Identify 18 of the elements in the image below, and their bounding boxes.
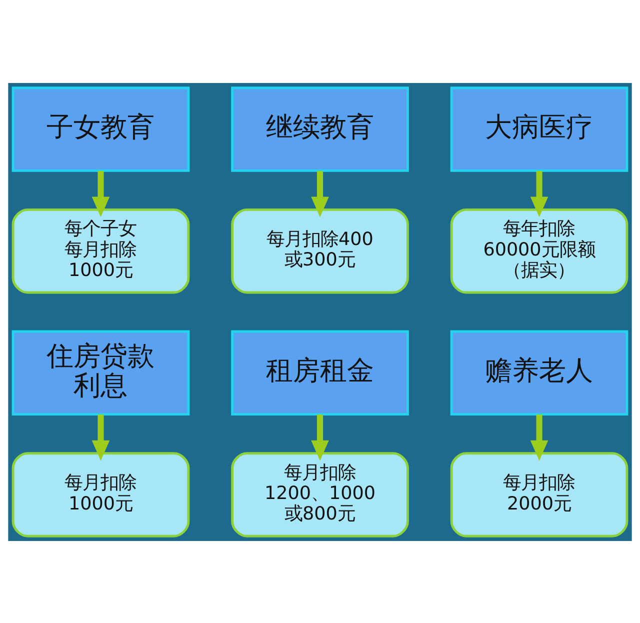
arrow: [311, 170, 329, 217]
node-box: 每月扣除 2000元: [450, 452, 628, 537]
arrow: [530, 170, 548, 217]
node-box: 住房贷款利息: [12, 330, 190, 416]
arrow: [530, 414, 548, 460]
node-box: 租房租金: [231, 330, 409, 416]
node-box: 大病医疗: [450, 86, 628, 172]
arrow: [92, 170, 110, 217]
node-box: 每月扣除 1000元: [12, 452, 190, 537]
node-box: 继续教育: [231, 86, 409, 172]
arrow: [311, 414, 329, 460]
node-box: 每年扣除60000元限额（据实）: [450, 208, 628, 294]
arrow: [92, 414, 110, 460]
node-box: 子女教育: [12, 86, 190, 172]
node-box: 赡养老人: [450, 330, 628, 416]
node-box: 每个子女每月扣除1000元: [12, 208, 190, 294]
node-box: 每月扣除 1200、1000 或800元: [231, 452, 409, 537]
node-box: 每月扣除400 或300元: [231, 208, 409, 294]
